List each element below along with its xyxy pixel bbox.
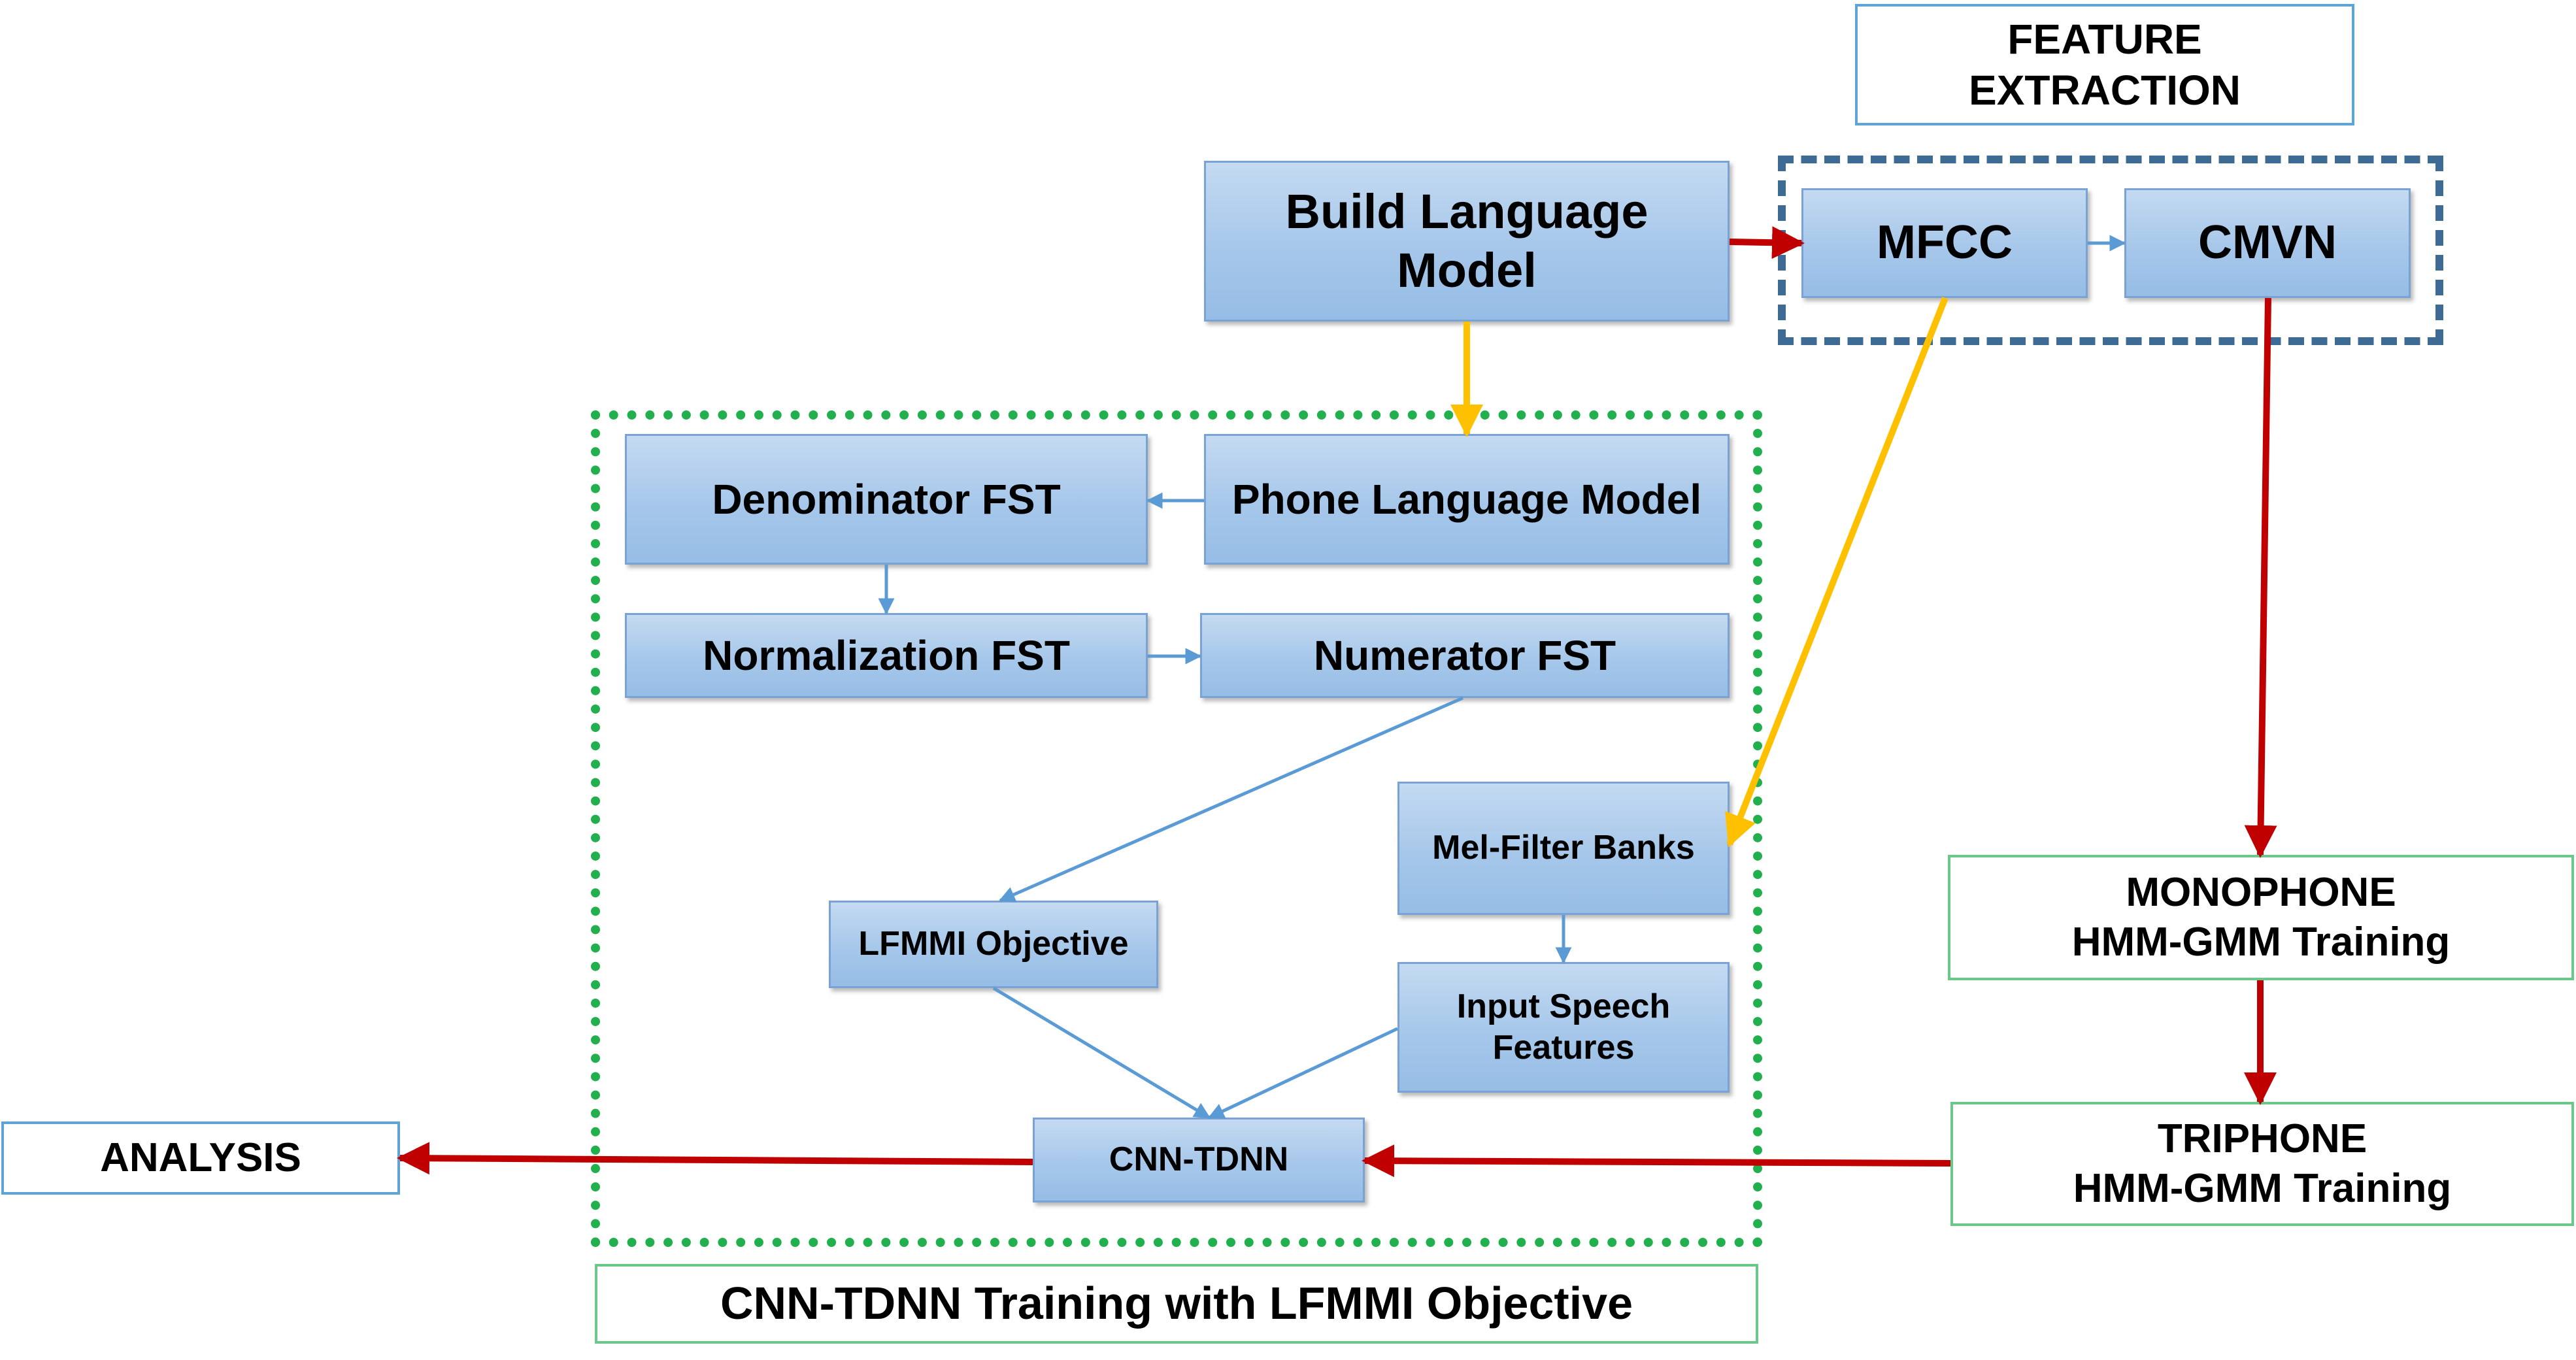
arrow-mfcc-to-mel-filter-banks <box>1725 297 1949 848</box>
cmvn-node: CMVN <box>2124 188 2411 298</box>
phone-language-model-node: Phone Language Model <box>1204 434 1730 565</box>
denominator-fst-node: Denominator FST <box>625 434 1148 565</box>
feature-extraction-label: FEATURE EXTRACTION <box>1855 4 2354 125</box>
monophone-node: MONOPHONE HMM-GMM Training <box>1948 855 2574 980</box>
build-language-model-node: Build Language Model <box>1204 161 1730 322</box>
arrow-cmvn-to-monophone <box>2244 297 2277 858</box>
analysis-node: ANALYSIS <box>1 1121 400 1195</box>
cnn-tdnn-node: CNN-TDNN <box>1033 1118 1365 1202</box>
arrow-numerator-fst-to-lfmmi <box>998 696 1464 903</box>
arrow-cnn-tdnn-to-analysis <box>397 1142 1033 1175</box>
input-speech-features-node: Input Speech Features <box>1397 962 1730 1093</box>
arrow-triphone-to-cnn-tdnn <box>1362 1144 1951 1178</box>
arrow-build-lm-to-mfcc <box>1729 226 1805 259</box>
triphone-node: TRIPHONE HMM-GMM Training <box>1950 1102 2574 1226</box>
numerator-fst-node: Numerator FST <box>1200 613 1730 698</box>
cnn-tdnn-caption: CNN-TDNN Training with LFMMI Objective <box>595 1264 1758 1344</box>
normalization-fst-node: Normalization FST <box>625 613 1148 698</box>
lfmmi-objective-node: LFMMI Objective <box>829 901 1158 988</box>
mfcc-node: MFCC <box>1801 188 2088 298</box>
arrow-lfmmi-to-cnn-tdnn <box>992 986 1211 1120</box>
arrow-input-speech-to-cnn-tdnn <box>1207 1027 1399 1120</box>
mel-filter-banks-node: Mel-Filter Banks <box>1397 782 1730 915</box>
